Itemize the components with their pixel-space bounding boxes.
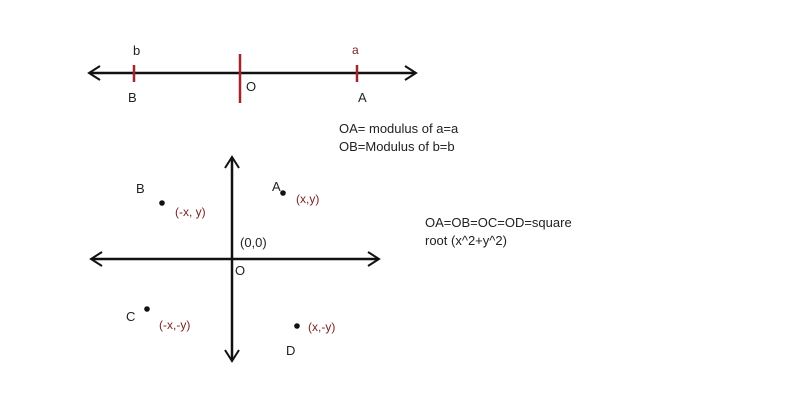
label-b-upper: B [128, 90, 137, 105]
origin-label: O [235, 263, 245, 278]
label-a-upper: A [358, 90, 367, 105]
point-c-name: C [126, 309, 135, 324]
note-oa-modulus: OA= modulus of a=a [339, 121, 459, 136]
point-b-dot [159, 200, 165, 206]
coordinate-plane: (0,0) O A (x,y) B (-x, y) C (-x,-y) (x,-… [89, 155, 381, 363]
point-c-dot [144, 306, 150, 312]
number-line: b B O a A [87, 43, 418, 105]
number-line-left-arrow [87, 65, 101, 81]
x-axis-left-arrow [89, 251, 103, 267]
label-b-lower: b [133, 43, 140, 58]
point-b-name: B [136, 181, 145, 196]
note-distance-line-2: root (x^2+y^2) [425, 233, 507, 248]
point-a-name: A [272, 179, 281, 194]
point-d-name: D [286, 343, 295, 358]
note-ob-modulus: OB=Modulus of b=b [339, 139, 455, 154]
y-axis-bottom-arrow [224, 349, 240, 363]
point-a-coords: (x,y) [296, 192, 319, 206]
distance-notes: OA=OB=OC=OD=square root (x^2+y^2) [425, 214, 572, 250]
label-a-lower: a [352, 43, 359, 57]
point-d-dot [294, 323, 300, 329]
point-b-coords: (-x, y) [175, 205, 206, 219]
point-a-dot [280, 190, 286, 196]
label-origin: O [246, 79, 256, 94]
origin-coords: (0,0) [240, 235, 267, 250]
y-axis-top-arrow [224, 155, 240, 169]
note-distance-line-1: OA=OB=OC=OD=square [425, 215, 572, 230]
point-c-coords: (-x,-y) [159, 318, 190, 332]
number-line-right-arrow [404, 65, 418, 81]
modulus-notes: OA= modulus of a=a OB=Modulus of b=b [339, 120, 458, 156]
x-axis-right-arrow [367, 251, 381, 267]
point-d-coords: (x,-y) [308, 320, 335, 334]
